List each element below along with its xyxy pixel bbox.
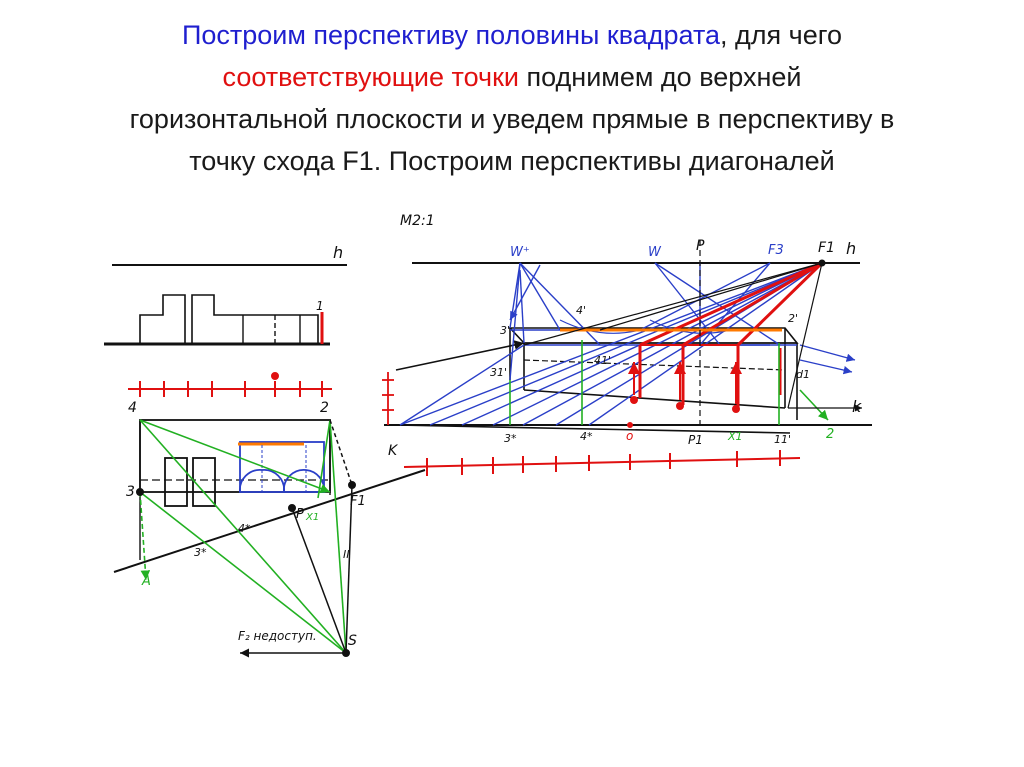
title-line-1: Построим перспективу половины квадрата, … [0,14,1024,56]
blue-converging-lines [399,262,856,426]
title-highlight-red: соответствующие точки [222,62,519,92]
label-K: K [388,443,399,459]
red-rise-arrows [628,362,742,404]
label-P: P [296,507,304,522]
label-S: S [348,633,357,649]
label-41-prime: 41' [594,354,611,367]
label-2-prime: 2' [788,312,798,325]
label-31-prime: 31' [490,366,507,379]
title-line-2-rest: поднимем до верхней [518,62,802,92]
label-4-prime: 4' [576,304,586,317]
label-4: 4 [128,400,137,416]
title-line-3: горизонтальной плоскости и уведем прямые… [129,104,895,134]
red-scale-top [128,372,332,397]
label-1: 1 [316,299,324,313]
label-W-plus: W⁺ [510,245,530,260]
label-d1: d1 [796,368,810,381]
red-perspective-lines [638,261,824,408]
label-3star-bottom: 3* [504,432,517,445]
title-line-2: соответствующие точки поднимем до верхне… [0,56,1024,98]
front-elevation [104,294,330,346]
label-h-right: h [846,239,856,258]
station-rays [240,419,353,658]
scale-label: M2:1 [400,213,435,229]
plan-view [139,419,331,560]
label-k: k [852,397,862,416]
label-3-prime: 3' [500,324,510,337]
diagram-labels: M2:1 h 1 4 2 3 F1 P X1 A 3* 4* II S F₂ н… [126,213,862,649]
right-perspective [382,240,872,476]
label-X1: X1 [305,512,319,523]
label-2-green: 2 [826,427,834,442]
black-rays [523,240,862,425]
title-line-4: точку схода F1. Построим перспективы диа… [189,146,835,176]
label-3star: 3* [194,546,207,559]
label-P1: P1 [688,433,703,447]
label-P-top: P [696,238,705,254]
label-F2-note: F₂ недоступ. [238,629,317,643]
title-highlight-blue: Построим перспективу половины квадрата [181,20,721,50]
green-visual-rays [139,419,347,654]
label-3: 3 [126,484,135,500]
slide-title: Построим перспективу половины квадрата, … [0,14,1024,182]
label-zero: o [626,429,633,443]
label-2: 2 [320,400,329,416]
label-11-prime: 11' [774,433,791,446]
label-4star: 4* [238,522,251,535]
label-W: W [648,245,662,260]
left-orthographic [104,264,426,658]
left-measure [382,372,394,425]
label-h-left: h [333,243,343,262]
picture-plane-line [113,469,426,573]
green-verticals [509,340,829,425]
label-X1-bottom: X1 [727,430,743,443]
red-scale-bottom [403,450,801,476]
title-line-1-rest: , для чего [720,20,843,50]
label-4star-bottom: 4* [580,430,593,443]
label-A: A [141,574,151,589]
label-F3: F3 [768,243,784,258]
label-F1: F1 [350,494,366,509]
label-parallel: II [343,548,350,561]
label-F1-top: F1 [818,240,835,256]
